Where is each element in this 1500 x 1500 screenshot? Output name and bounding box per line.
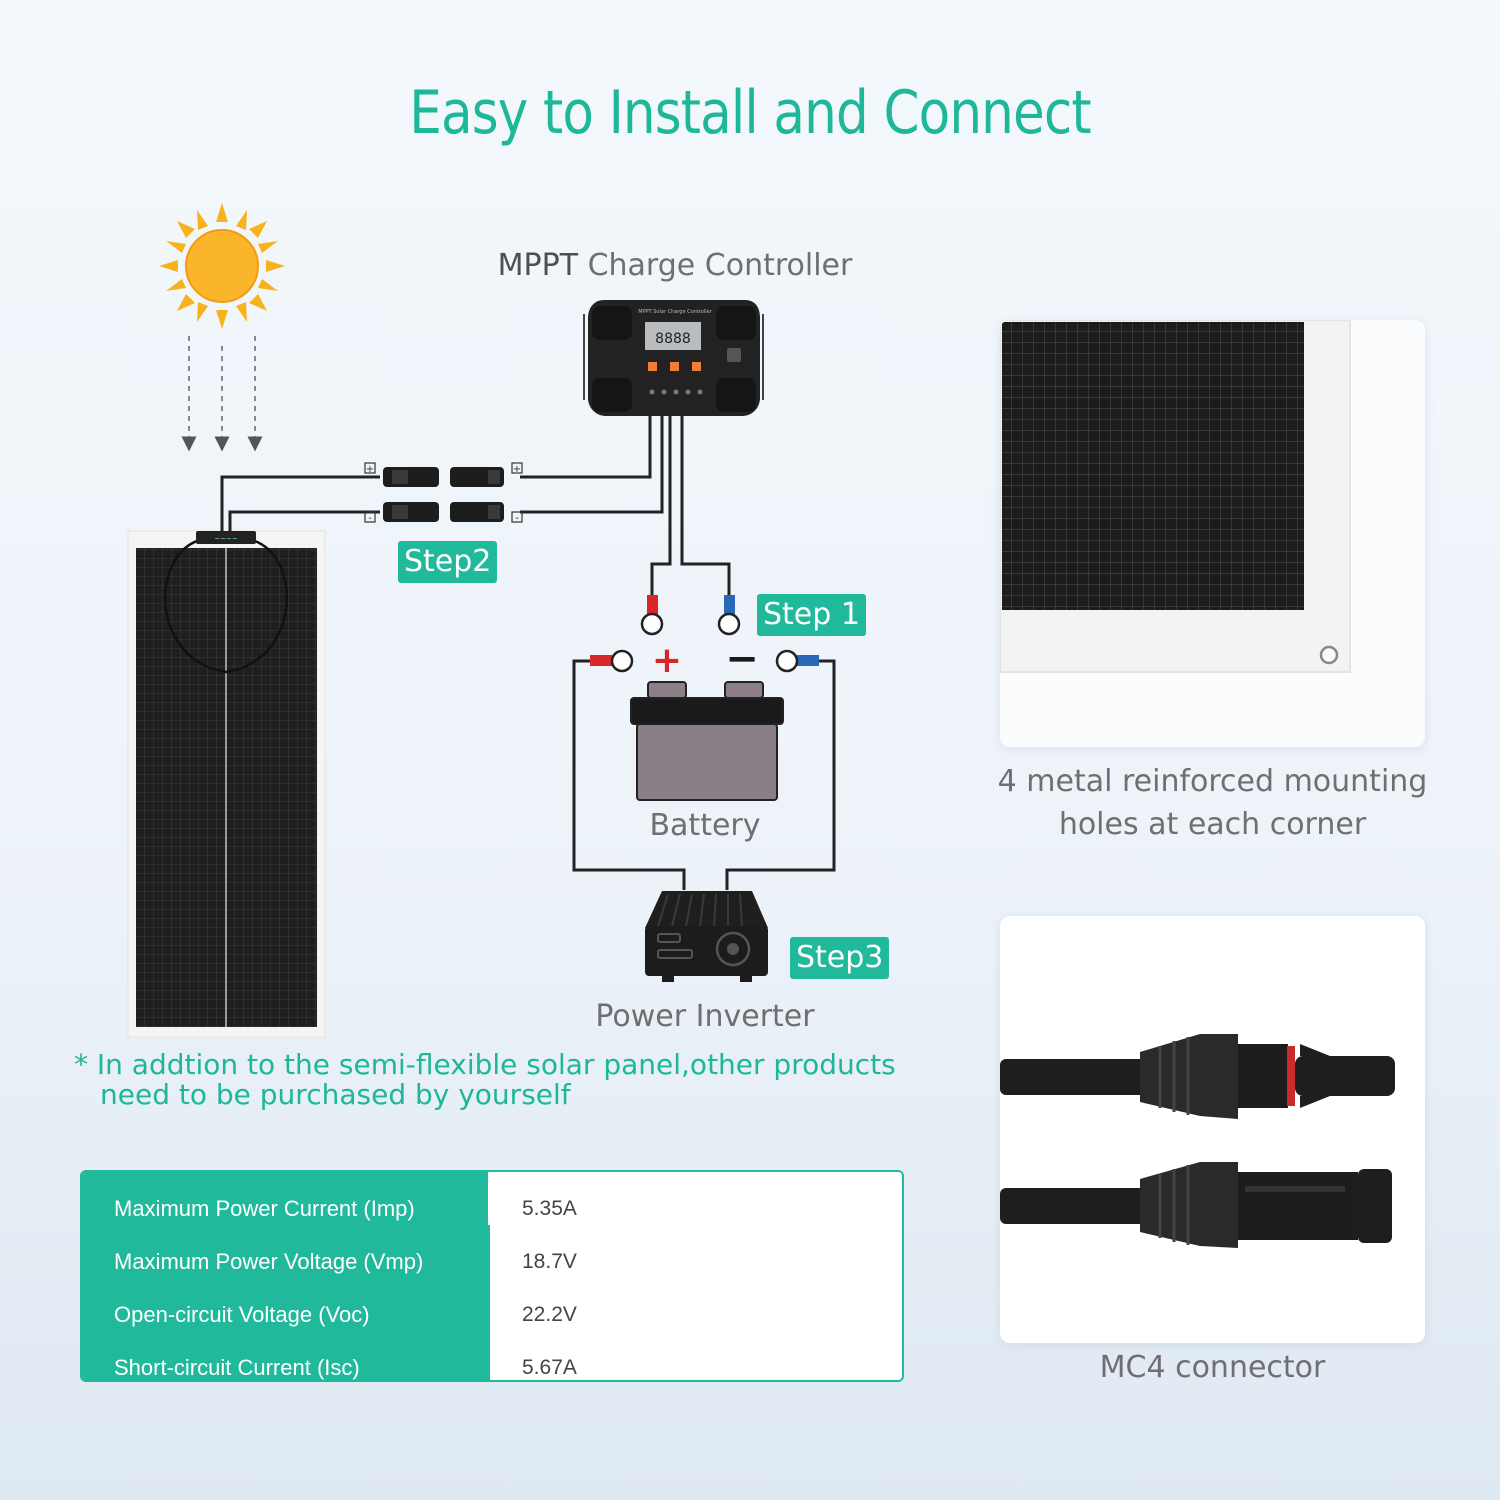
spec-value: 18.7V bbox=[488, 1225, 902, 1278]
mounting-hole-icon bbox=[1319, 645, 1339, 665]
mc4-card bbox=[1000, 916, 1425, 1343]
positive-sign: + bbox=[652, 640, 682, 681]
panel-corner-image bbox=[1000, 320, 1351, 673]
inverter-label: Power Inverter bbox=[595, 999, 815, 1034]
spec-label: Open-circuit Voltage (Voc) bbox=[82, 1278, 488, 1331]
spec-row: Maximum Power Voltage (Vmp) 18.7V bbox=[82, 1225, 902, 1278]
svg-text:~~~~: ~~~~ bbox=[214, 535, 238, 543]
panel-cables bbox=[220, 416, 731, 595]
mounting-hole-card bbox=[1000, 320, 1425, 747]
sun-icon bbox=[159, 203, 285, 329]
mc4-caption: MC4 connector bbox=[1099, 1350, 1326, 1385]
inverter-cables bbox=[572, 659, 836, 890]
charge-controller-label-bold: MPPT bbox=[497, 248, 579, 283]
svg-text:-: - bbox=[515, 513, 519, 524]
svg-text:+: + bbox=[513, 464, 521, 475]
mc4-connector-image bbox=[1000, 1034, 1395, 1248]
negative-sign: − bbox=[725, 636, 759, 682]
spec-value: 22.2V bbox=[488, 1278, 902, 1331]
mounting-caption: 4 metal reinforced mounting holes at eac… bbox=[990, 760, 1435, 846]
inverter-icon bbox=[645, 891, 768, 982]
charge-controller: 8888 MPPT Solar Charge Controller bbox=[583, 300, 764, 416]
page-title: Easy to Install and Connect bbox=[409, 78, 1091, 148]
ring-terminals bbox=[590, 595, 819, 673]
step2-badge: Step2 bbox=[398, 541, 498, 583]
spec-row: Open-circuit Voltage (Voc) 22.2V bbox=[82, 1278, 902, 1331]
solar-panel: ~~~~ bbox=[127, 530, 326, 1038]
battery-label: Battery bbox=[649, 808, 761, 843]
svg-text:8888: 8888 bbox=[655, 331, 691, 347]
purchase-note-line2: need to be purchased by yourself bbox=[100, 1078, 571, 1111]
svg-text:-: - bbox=[368, 513, 372, 524]
svg-text:+: + bbox=[366, 464, 374, 475]
svg-text:MPPT Solar Charge Controller: MPPT Solar Charge Controller bbox=[638, 309, 712, 315]
mounting-caption-line2: holes at each corner bbox=[1058, 807, 1367, 842]
spec-row: Maximum Power Current (Imp) 5.35A bbox=[82, 1172, 902, 1225]
spec-label: Maximum Power Voltage (Vmp) bbox=[82, 1225, 488, 1278]
spec-label: Short-circuit Current (Isc) bbox=[82, 1331, 488, 1380]
spec-value: 5.35A bbox=[488, 1172, 902, 1225]
mounting-caption-line1: 4 metal reinforced mounting bbox=[997, 764, 1428, 799]
spec-label: Maximum Power Current (Imp) bbox=[82, 1172, 488, 1225]
mc4-connectors: + + - - bbox=[364, 462, 523, 524]
spec-row: Short-circuit Current (Isc) 5.67A bbox=[82, 1331, 902, 1380]
purchase-note-line1: * In addtion to the semi-flexible solar … bbox=[74, 1048, 896, 1081]
charge-controller-label: MPPT Charge Controller bbox=[490, 248, 860, 283]
purchase-note: * In addtion to the semi-flexible solar … bbox=[74, 1050, 934, 1110]
step1-badge: Step 1 bbox=[757, 594, 866, 636]
sunlight-arrows bbox=[181, 336, 263, 452]
battery-icon: + − bbox=[630, 636, 784, 801]
spec-table: Maximum Power Current (Imp) 5.35A Maximu… bbox=[80, 1170, 904, 1382]
charge-controller-label-rest: Charge Controller bbox=[578, 248, 853, 283]
spec-value: 5.67A bbox=[488, 1331, 902, 1380]
step3-badge: Step3 bbox=[790, 937, 890, 979]
